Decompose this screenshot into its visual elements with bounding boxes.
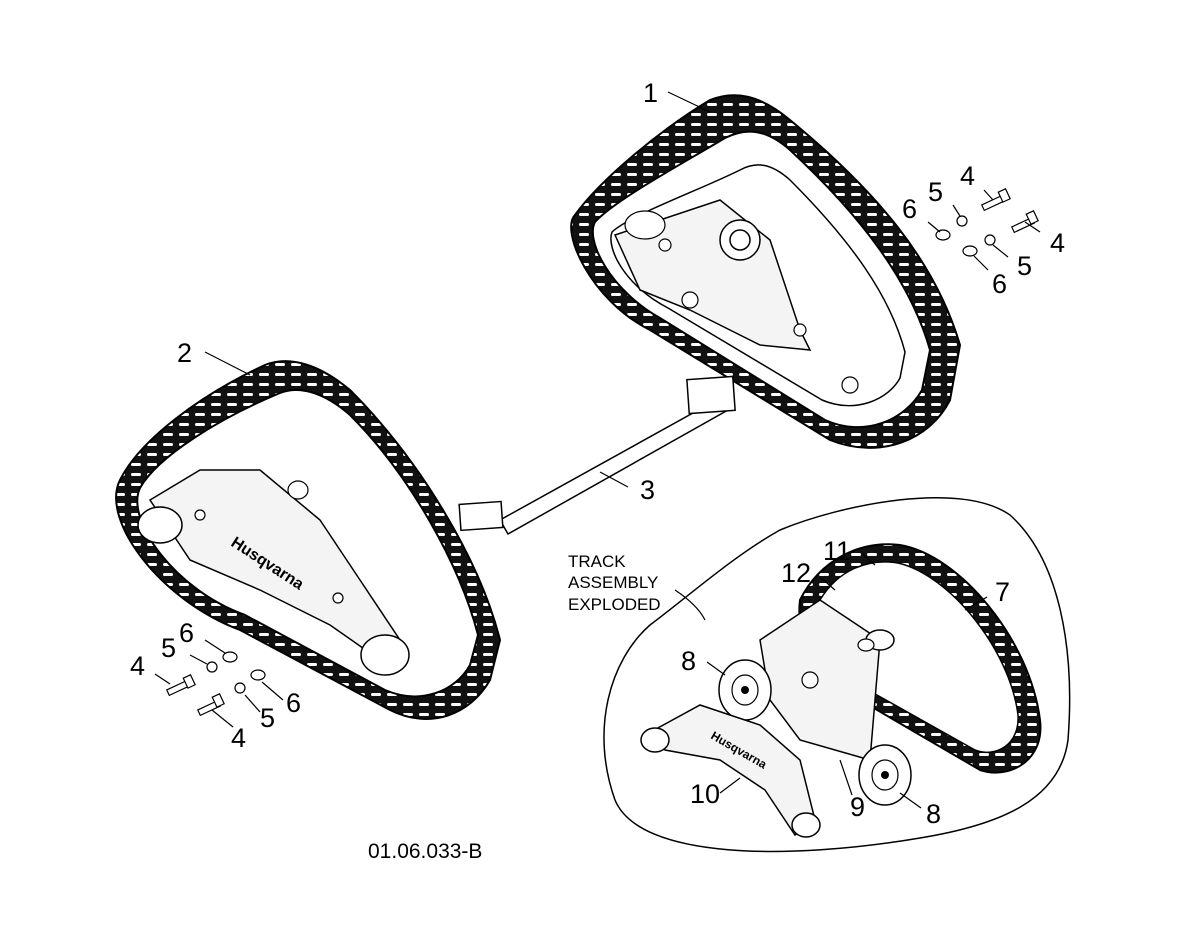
wheel-icon	[718, 659, 772, 721]
callout-3: 3	[640, 475, 655, 505]
nut-icon	[234, 682, 246, 694]
callout-labels: 1 2 3 4 4 5 5 6 6 4 4 5 5 6 6 7 8 8 9 10…	[130, 78, 1065, 829]
washer-icon	[962, 245, 978, 257]
callout-5: 5	[928, 177, 943, 207]
nut-icon	[206, 661, 218, 673]
callout-10: 10	[690, 779, 720, 809]
callout-5: 5	[1017, 251, 1032, 281]
bolt-icon	[165, 673, 196, 697]
callout-4: 4	[1050, 228, 1065, 258]
track-assembly-right	[570, 94, 962, 449]
washer-icon	[222, 651, 238, 663]
washer-icon	[250, 669, 266, 681]
callout-6: 6	[286, 688, 301, 718]
wheel-icon	[858, 744, 912, 806]
callout-4: 4	[231, 723, 246, 753]
callout-2: 2	[177, 338, 192, 368]
bolt-icon	[1010, 209, 1039, 234]
callout-4: 4	[960, 161, 975, 191]
callout-6: 6	[179, 618, 194, 648]
caption-line-1: TRACK	[568, 552, 626, 571]
callout-9: 9	[850, 792, 865, 822]
callout-5: 5	[161, 633, 176, 663]
caption-line-3: EXPLODED	[568, 595, 661, 614]
fasteners-left	[165, 651, 266, 717]
bolt-icon	[196, 692, 225, 717]
callout-1: 1	[643, 78, 658, 108]
callout-5: 5	[260, 703, 275, 733]
leader-lines	[154, 91, 1041, 809]
bolt-icon	[980, 187, 1011, 212]
axle-shaft	[458, 375, 736, 536]
callout-6: 6	[902, 194, 917, 224]
callout-11: 11	[823, 536, 851, 566]
fasteners-right	[935, 187, 1039, 257]
callout-8: 8	[926, 799, 941, 829]
callout-8: 8	[681, 646, 696, 676]
callout-4: 4	[130, 651, 145, 681]
washer-icon	[935, 229, 951, 241]
nut-icon	[984, 234, 996, 246]
callout-12: 12	[781, 558, 811, 588]
callout-6: 6	[992, 269, 1007, 299]
nut-icon	[956, 215, 968, 227]
track-assembly-left: Husqvarna	[115, 360, 502, 720]
drawing-code: 01.06.033-B	[368, 840, 482, 863]
callout-7: 7	[995, 577, 1010, 607]
exploded-caption: TRACK ASSEMBLY EXPLODED	[568, 552, 661, 614]
caption-line-2: ASSEMBLY	[568, 573, 658, 592]
